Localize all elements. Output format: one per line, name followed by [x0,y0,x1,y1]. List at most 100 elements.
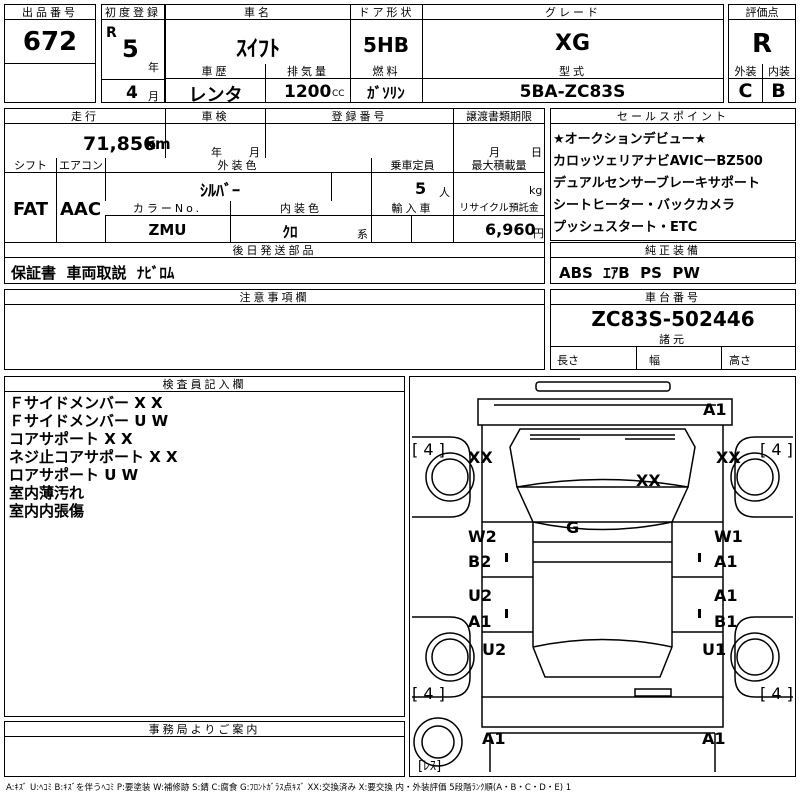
score: R [751,29,773,59]
history: レンタ [188,85,243,106]
mark-right-front-door-2: A1 [714,552,738,571]
import-label: 輸入車 [371,201,453,216]
fuel-label: 燃料 [350,64,422,79]
grade-label: グレード [422,5,723,20]
tire-rl: [ 4 ] [412,684,445,703]
capacity-label: 乗車定員 [371,158,453,173]
mark-left-front-door-1: W2 [468,527,497,546]
sales-point: カロッツェリアナビAVICーBZ500 [553,154,763,169]
office-box: 事務局よりご案内 [4,721,405,777]
aircon: AAC [59,199,102,220]
inspector-line: Ｆサイドメンバー X X [9,394,163,412]
car-name: ｽｲﾌﾄ [235,37,280,62]
recycle-fee: 6,960 [485,220,536,239]
displacement-label: 排気量 [265,64,350,79]
exterior-color: ｼﾙﾊﾞｰ [199,181,240,200]
equipment-label: 純正装備 [551,243,795,258]
notes-box: 注意事項欄 [4,289,545,370]
specs-box: 走行 車検 登録番号 譲渡書類期限 71,856 km 年 月 月 日 シフト … [4,108,545,243]
sales-point: デュアルセンサーブレーキサポート [553,176,760,191]
interior-grade: B [771,80,786,102]
color-number: ZMU [148,221,187,239]
ac-label: エアコン [56,158,105,173]
color-label: 外装色 [105,158,371,173]
later-parts-label: 後日発送部品 [5,243,544,258]
reg-year: 5 [122,35,139,63]
dims-label: 諸元 [551,332,795,347]
grade: XG [554,31,591,56]
era: R [106,25,117,41]
later-parts: 保証書 車両取説 ﾅﾋﾞﾛﾑ [11,264,175,282]
inspector-line: 室内内張傷 [9,502,85,520]
sales-points-list: ★オークションデビュー★ カロッツェリアナビAVICーBZ500 デュアルセンサ… [553,129,763,239]
inspection-year: 年 [211,146,222,159]
mark-rear-right: A1 [702,729,726,748]
mark-front-bumper: A1 [703,400,727,419]
mark-left-rear-fender: U2 [482,640,507,659]
damage-diagram: [ 4 ] [ 4 ] [ 4 ] [ 4 ] A1 XX XX XX G W2… [409,376,796,777]
tire-rr: [ 4 ] [760,684,793,703]
capacity: 5 [415,179,427,198]
color-no-label: カラーNo. [105,201,230,216]
sales-points-label: セールスポイント [551,109,795,124]
spare-tire: [ﾚｽ] [418,759,442,774]
equipment-box: 純正装備 ABS ｴｱB PS PW [550,242,796,284]
mark-hood: XX [636,471,661,490]
mark-left-rear-door-1: U2 [468,586,493,605]
chassis-box: 車台番号 ZC83S-502446 諸元 長さ 幅 高さ [550,289,796,370]
car-outline [412,381,793,772]
shift-label: シフト [5,158,56,173]
interior-label: 内装 [762,64,795,79]
inspection-month: 月 [249,146,260,159]
sales-point: シートヒーター・バックカメラ [553,198,736,213]
exterior-grade: C [738,80,753,102]
exterior-label: 外装 [729,64,762,79]
lot-label: 出品番号 [5,5,95,20]
shift: FAT [12,199,49,220]
notes-label: 注意事項欄 [5,290,544,305]
mileage-unit: km [145,135,171,153]
later-parts-box: 後日発送部品 保証書 車両取説 ﾅﾋﾞﾛﾑ [4,242,545,284]
inspector-line: ロアサポート U W [9,466,139,484]
car-info-box: 車名 ドア形状 グレード ｽｲﾌﾄ 5HB XG 車歴 排気量 燃料 型式 レン… [165,4,724,106]
recycle-unit: 円 [533,227,544,240]
model-label: 型式 [422,64,723,79]
max-load-label: 最大積載量 [453,158,544,173]
reg-month: 4 [126,83,138,103]
sales-points-box: セールスポイント ★オークションデビュー★ カロッツェリアナビAVICーBZ50… [550,108,796,241]
mileage-label: 走行 [5,109,165,124]
sales-point: ★オークションデビュー★ [553,132,707,147]
inspector-line: Ｆサイドメンバー U W [9,412,169,430]
score-label: 評価点 [729,5,795,20]
history-label: 車歴 [166,64,265,79]
registration-number-label: 登録番号 [265,109,453,124]
score-box: 評価点 R 外装 内装 C B [728,4,796,103]
model: 5BA-ZC83S [519,82,626,102]
displacement-unit: CC [332,89,345,99]
equipment: ABS ｴｱB PS PW [559,264,700,282]
interior-color-label: 内装色 [230,201,371,216]
inspector-notes: Ｆサイドメンバー X X Ｆサイドメンバー U W コアサポート X X ネジ止… [9,394,178,520]
inspector-label: 検査員記入欄 [5,377,404,392]
interior-color-unit: 系 [357,228,368,241]
transfer-month: 月 [489,146,500,159]
transfer-deadline-label: 譲渡書類期限 [453,109,544,124]
car-name-label: 車名 [166,5,350,20]
width-label: 幅 [649,354,660,367]
registration-label: 初度登録 [102,5,164,20]
lot-box: 出品番号 672 [4,4,96,103]
inspector-line: 室内薄汚れ [9,484,85,502]
inspector-line: コアサポート X X [9,430,133,448]
first-registration-box: 初度登録 R 5 年 4 月 [101,4,165,103]
height-label: 高さ [729,354,751,367]
capacity-unit: 人 [439,186,450,199]
tire-fr: [ 4 ] [760,440,793,459]
month-unit: 月 [148,90,159,103]
tire-fl: [ 4 ] [412,440,445,459]
mark-right-rear-door-1: A1 [714,586,738,605]
inspector-line: ネジ止コアサポート X X [9,448,178,466]
inspector-box: 検査員記入欄 Ｆサイドメンバー X X Ｆサイドメンバー U W コアサポート … [4,376,405,717]
legend: A:ｷｽﾞ U:ﾍｺﾐ B:ｷｽﾞを伴うﾍｺﾐ P:要塗装 W:補修跡 S:錆 … [6,783,572,793]
sales-point: プッシュスタート・ETC [553,220,698,235]
mark-left-rear-door-2: A1 [468,612,492,631]
